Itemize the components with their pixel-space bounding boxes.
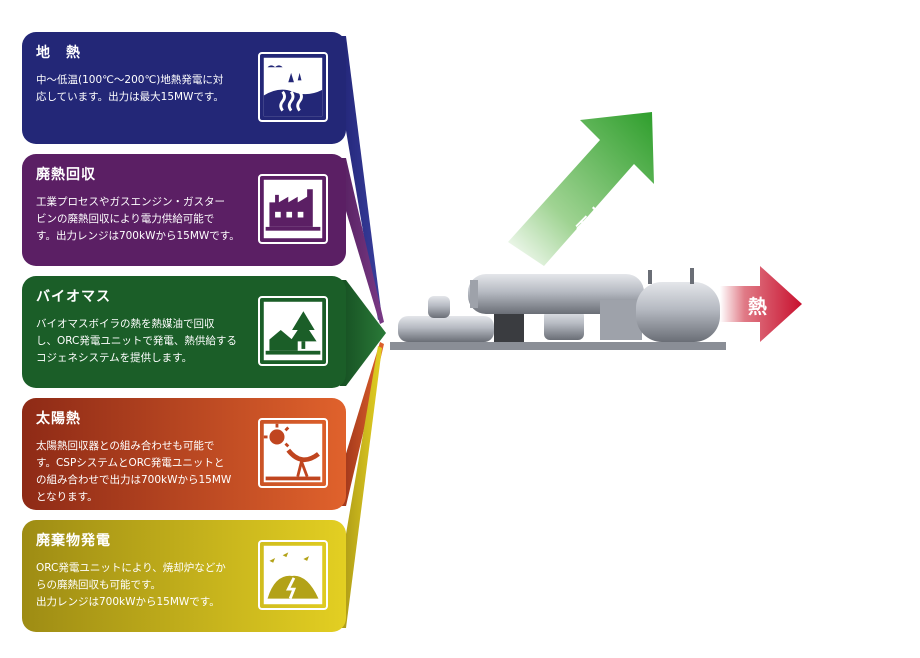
forest-icon [258,296,328,366]
card-description: バイオマスボイラの熱を熱媒油で回収 し、ORC発電ユニットで発電、熱供給する コ… [36,318,237,364]
card-description: 太陽熱回収器との組み合わせも可能で す。CSPシステムとORC発電ユニットと の… [36,440,232,503]
landfill-icon [258,540,328,610]
card-geothermal: 地 熱 中～低温(100℃～200℃)地熱発電に対 応しています。出力は最大15… [22,32,346,144]
card-description: 中～低温(100℃～200℃)地熱発電に対 応しています。出力は最大15MWです… [36,74,224,103]
solar-dish-icon [258,418,328,488]
card-waste-power: 廃棄物発電 ORC発電ユニットにより、焼却炉などか らの廃熱回収も可能です。 出… [22,520,346,632]
card-title: バイオマス [36,289,111,305]
card-description: 工業プロセスやガスエンジン・ガスター ビンの廃熱回収により電力供給可能で す。出… [36,196,240,242]
card-title: 地 熱 [36,45,81,61]
card-title: 廃熱回収 [36,167,96,183]
heat-arrow [720,266,802,342]
electricity-arrow [508,112,654,266]
geothermal-icon [258,52,328,122]
card-title: 太陽熱 [36,411,81,427]
orc-unit-icon [390,268,726,350]
card-solar-thermal: 太陽熱 太陽熱回収器との組み合わせも可能で す。CSPシステムとORC発電ユニッ… [22,398,346,510]
flow-wedge-biomass [340,280,386,386]
card-description: ORC発電ユニットにより、焼却炉などか らの廃熱回収も可能です。 出力レンジは7… [36,562,226,608]
heat-label: 熱 [748,296,768,318]
card-waste-heat: 廃熱回収 工業プロセスやガスエンジン・ガスター ビンの廃熱回収により電力供給可能… [22,154,346,266]
factory-icon [258,174,328,244]
card-biomass: バイオマス バイオマスボイラの熱を熱媒油で回収 し、ORC発電ユニットで発電、熱… [22,276,346,388]
card-title: 廃棄物発電 [36,533,111,549]
